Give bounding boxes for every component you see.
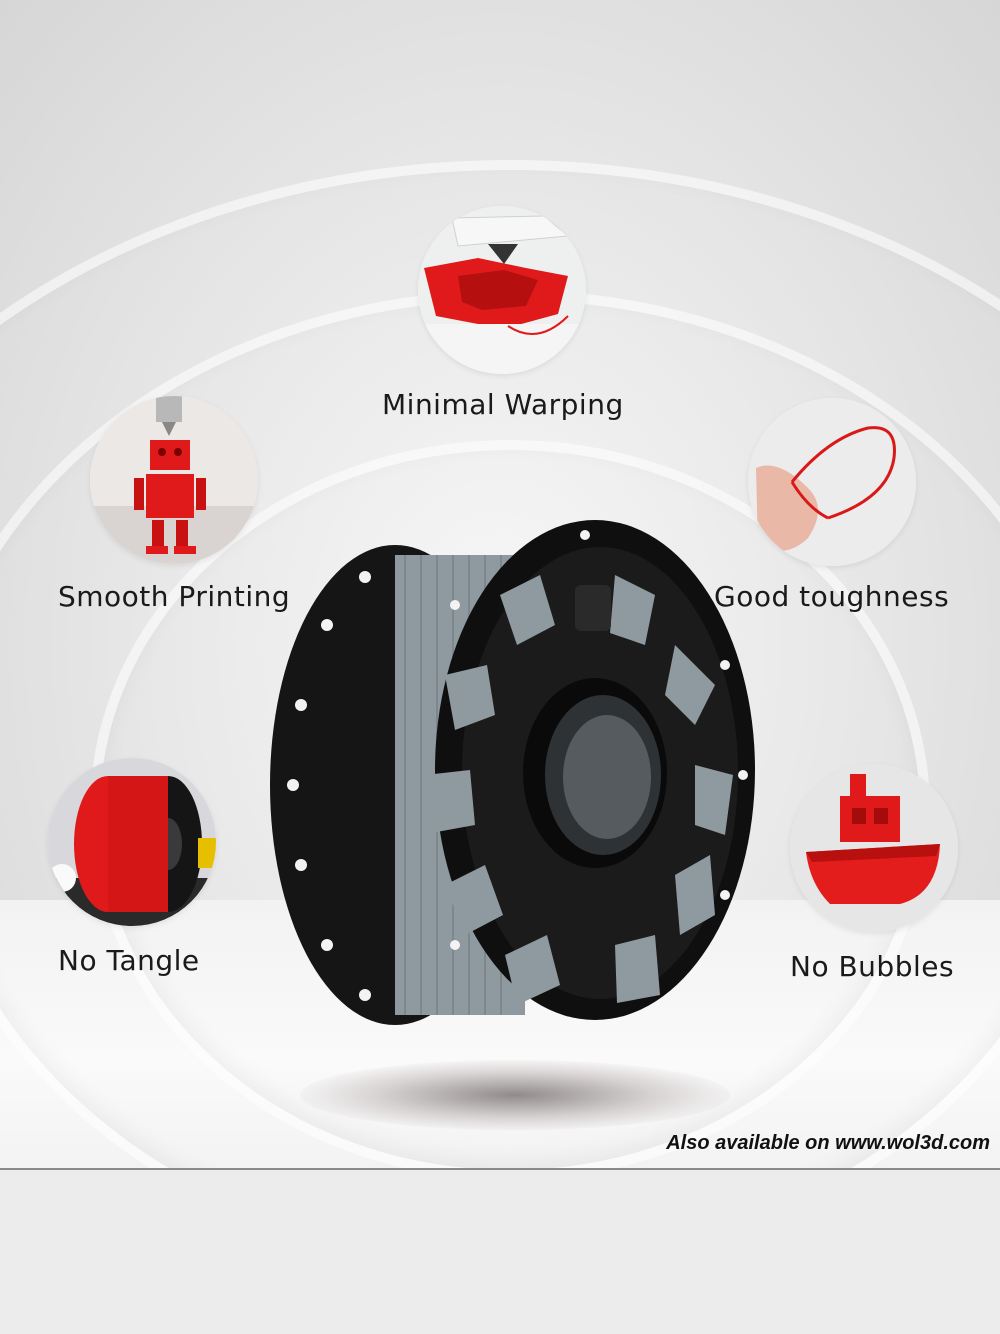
feature-label-good-toughness: Good toughness: [714, 580, 950, 613]
feature-label-no-tangle: No Tangle: [58, 944, 200, 977]
filament-spool-image: [255, 515, 765, 1055]
feature-label-no-bubbles: No Bubbles: [790, 950, 955, 983]
availability-footnote: Also available on www.wol3d.com: [666, 1132, 990, 1154]
warping-print-icon: [418, 206, 586, 374]
bottom-band: [0, 1168, 1000, 1334]
red-spool-icon: [48, 758, 216, 926]
robot-print-icon: [90, 396, 258, 564]
benchy-boat-icon: [790, 764, 958, 932]
feature-label-smooth-printing: Smooth Printing: [58, 580, 291, 613]
spool-shadow: [300, 1060, 730, 1130]
filament-loop-icon: [748, 398, 916, 566]
feature-label-minimal-warping: Minimal Warping: [382, 388, 624, 421]
decorative-arc-outer: [0, 160, 1000, 1168]
